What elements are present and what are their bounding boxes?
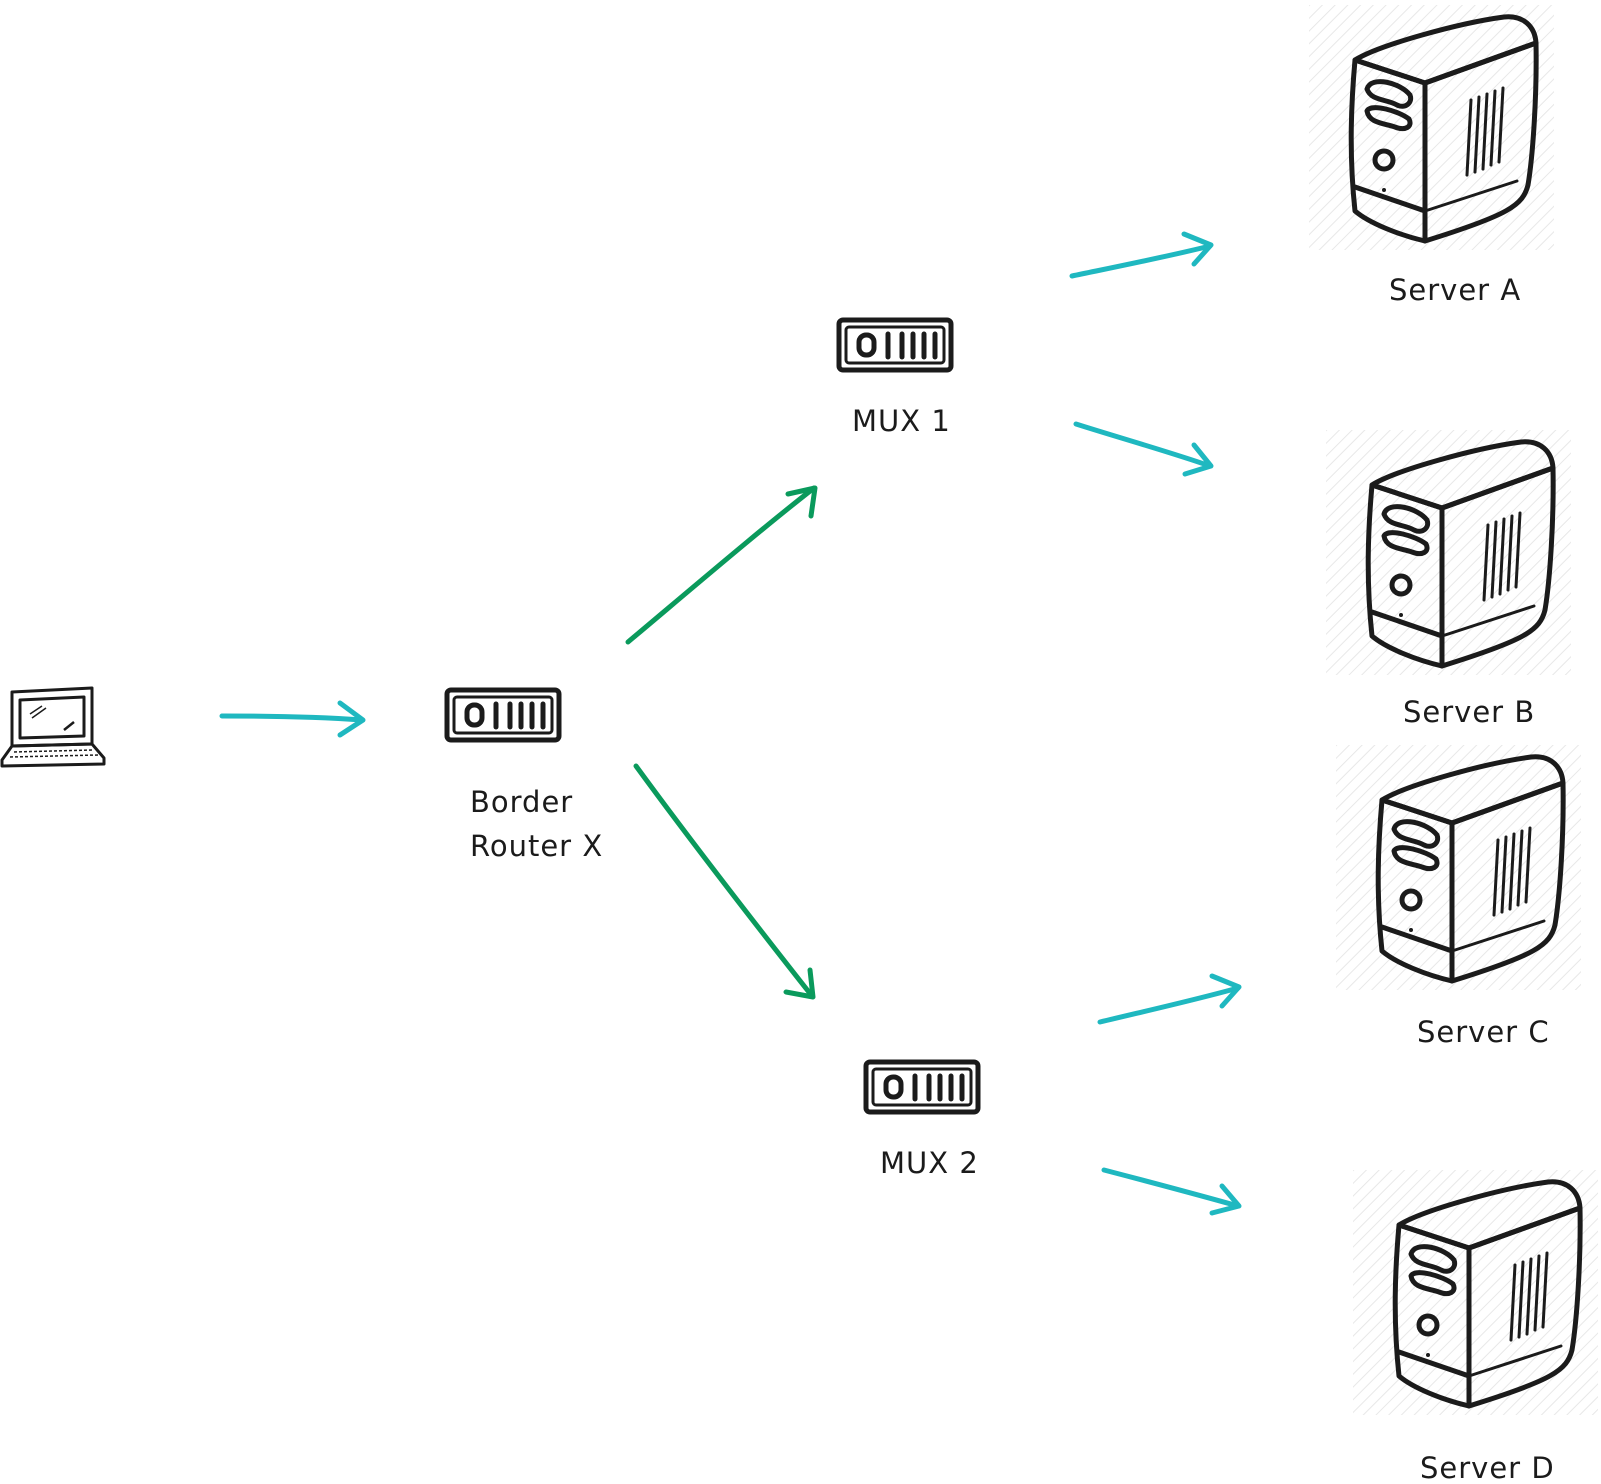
arrow-head xyxy=(1182,442,1214,477)
mux2-label: MUX 2 xyxy=(880,1146,979,1180)
mux1-label: MUX 1 xyxy=(852,404,951,438)
server-tower-icon xyxy=(1353,1170,1598,1415)
arrow-shaft xyxy=(1101,1167,1241,1209)
arrow-border-router-to-mux1 xyxy=(625,485,818,645)
mux1-node: MUX 1 xyxy=(839,320,951,438)
arrow-head xyxy=(1181,231,1214,267)
server-b-node: Server B xyxy=(1326,430,1571,729)
server-a-label: Server A xyxy=(1389,273,1521,307)
router-icon xyxy=(866,1062,978,1112)
border-router-node: Border Router X xyxy=(447,690,603,863)
server-c-label: Server C xyxy=(1417,1015,1550,1049)
router-icon xyxy=(447,690,559,740)
arrow-mux1-to-server-b xyxy=(1073,421,1214,477)
mux2-node: MUX 2 xyxy=(866,1062,979,1180)
arrow-head xyxy=(1209,973,1242,1009)
arrow-client-to-border-router xyxy=(219,700,366,738)
arrow-mux1-to-server-a xyxy=(1069,231,1214,279)
server-tower-icon xyxy=(1336,745,1581,990)
arrow-head xyxy=(785,485,818,519)
laptop-icon xyxy=(0,686,106,768)
server-tower-icon xyxy=(1309,5,1554,250)
arrow-head xyxy=(1209,1183,1242,1216)
arrow-shaft xyxy=(219,713,365,723)
arrow-shaft xyxy=(1097,985,1241,1025)
arrow-head xyxy=(337,700,366,738)
arrow-shaft xyxy=(1073,421,1213,469)
border-router-label-line1: Border xyxy=(470,785,573,819)
server-d-node: Server D xyxy=(1353,1170,1598,1484)
server-c-node: Server C xyxy=(1336,745,1581,1049)
arrow-shaft xyxy=(1069,243,1213,279)
arrow-shaft xyxy=(633,763,815,999)
arrow-head xyxy=(783,967,816,1000)
router-icon xyxy=(839,320,951,370)
arrow-border-router-to-mux2 xyxy=(633,763,816,1000)
server-d-label: Server D xyxy=(1420,1451,1555,1484)
server-tower-icon xyxy=(1326,430,1571,675)
arrow-mux2-to-server-d xyxy=(1101,1167,1242,1216)
arrow-shaft xyxy=(625,485,817,645)
server-a-node: Server A xyxy=(1309,5,1554,307)
server-b-label: Server B xyxy=(1403,695,1535,729)
arrow-mux2-to-server-c xyxy=(1097,973,1242,1025)
border-router-label-line2: Router X xyxy=(470,829,603,863)
